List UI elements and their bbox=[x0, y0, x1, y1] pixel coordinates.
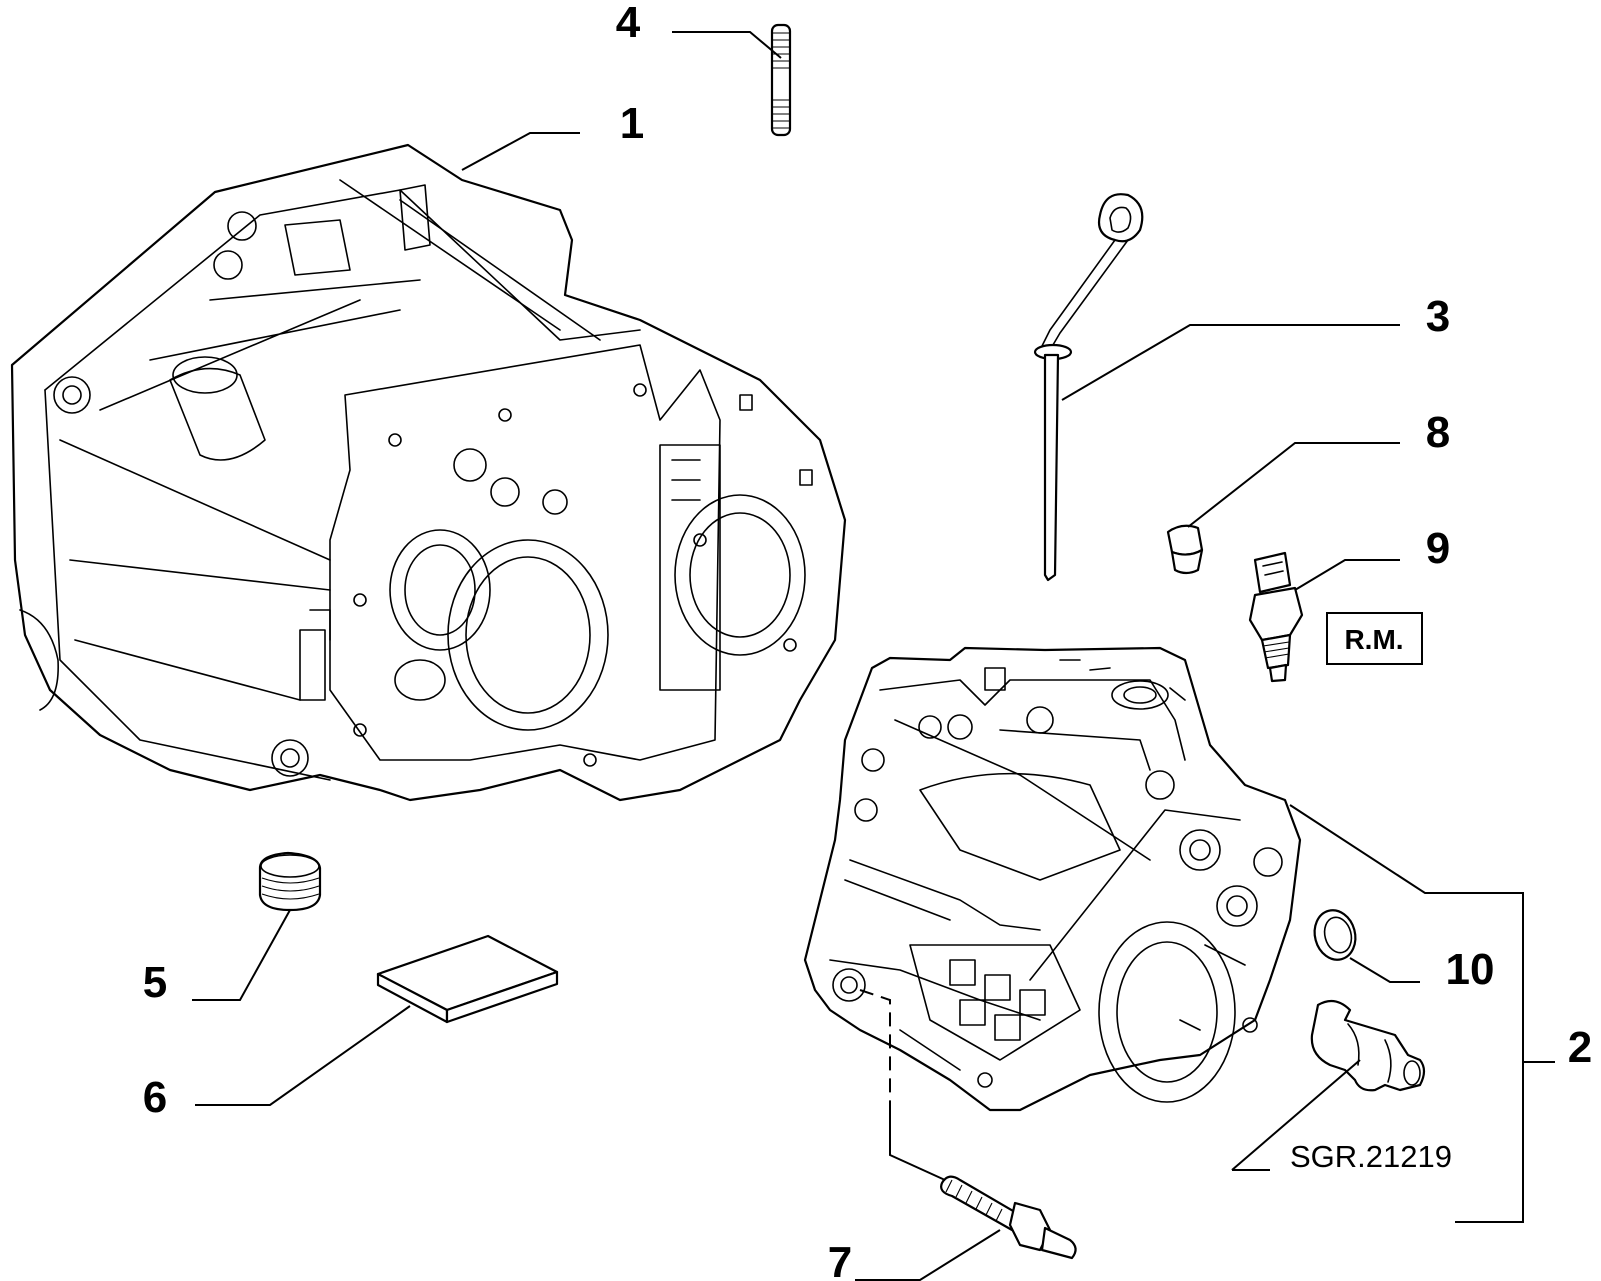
callout-labels: 4 1 3 8 9 10 2 5 6 7 bbox=[143, 0, 1592, 1281]
leader-7 bbox=[855, 1229, 1001, 1281]
part-2-gearbox-casing bbox=[803, 646, 1302, 1112]
leader-3 bbox=[1061, 324, 1400, 401]
leader-8 bbox=[1187, 442, 1400, 528]
drain-pin bbox=[1310, 999, 1426, 1092]
drawing-reference: SGR.21219 bbox=[1290, 1139, 1452, 1174]
leader-lines bbox=[192, 31, 1555, 1281]
leader-6 bbox=[195, 1005, 411, 1106]
part-8-plug bbox=[1166, 524, 1204, 575]
part-3-dipstick bbox=[1033, 193, 1144, 582]
leader-1 bbox=[461, 132, 580, 171]
leader-9 bbox=[1294, 559, 1400, 591]
callout-2: 2 bbox=[1568, 1023, 1592, 1072]
callout-4: 4 bbox=[616, 0, 641, 47]
bolt-7-axis-dashed bbox=[859, 989, 891, 1105]
callout-7: 7 bbox=[828, 1238, 852, 1281]
rm-label: R.M. bbox=[1344, 624, 1403, 655]
part-6-gasket bbox=[376, 934, 559, 1024]
part-5-plug bbox=[258, 851, 322, 912]
callout-3: 3 bbox=[1426, 292, 1450, 341]
leader-sgr bbox=[1231, 1059, 1361, 1171]
callout-1: 1 bbox=[620, 99, 644, 148]
callout-9: 9 bbox=[1426, 524, 1450, 573]
callout-6: 6 bbox=[143, 1073, 167, 1122]
part-4-stud bbox=[770, 23, 792, 137]
leader-10 bbox=[1349, 957, 1420, 983]
leader-2-bracket bbox=[1289, 804, 1524, 1223]
callout-8: 8 bbox=[1426, 408, 1450, 457]
leader-4 bbox=[672, 31, 782, 59]
callout-10: 10 bbox=[1446, 945, 1495, 994]
leader-7-axis bbox=[889, 1105, 946, 1181]
part-10-seal-ring bbox=[1313, 909, 1357, 961]
leader-5 bbox=[192, 909, 291, 1001]
rm-note-box: R.M. bbox=[1326, 612, 1423, 665]
part-1-clutch-housing bbox=[10, 143, 847, 802]
part-7-bolt bbox=[940, 1175, 1077, 1260]
callout-5: 5 bbox=[143, 958, 167, 1007]
part-9-sensor bbox=[1248, 551, 1304, 683]
